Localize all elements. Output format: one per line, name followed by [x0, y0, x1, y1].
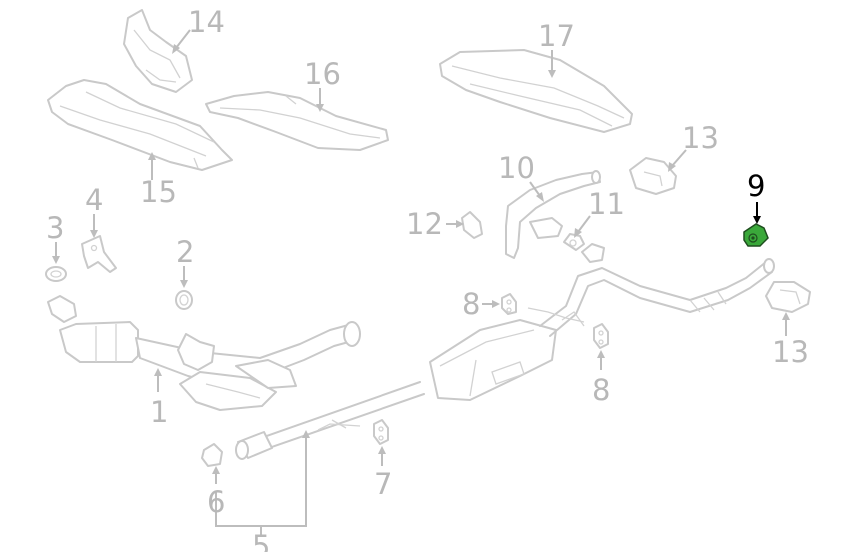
- part-15-heat-shield: [47, 79, 233, 171]
- part-8-hanger-lower: [593, 323, 609, 349]
- callout-4[interactable]: 4: [85, 183, 103, 217]
- callout-7[interactable]: 7: [374, 467, 392, 501]
- callout-9[interactable]: 9: [747, 169, 765, 203]
- callout-12[interactable]: 12: [406, 207, 443, 241]
- part-9-hanger-highlighted[interactable]: [743, 223, 769, 247]
- part-7-hanger: [373, 419, 389, 445]
- part-5-intermediate-pipe: [235, 381, 425, 460]
- part-16-heat-shield: [205, 91, 389, 151]
- leader-9: [753, 202, 761, 224]
- callout-8-upper[interactable]: 8: [462, 287, 480, 321]
- callout-6[interactable]: 6: [207, 485, 225, 519]
- callout-2[interactable]: 2: [176, 235, 194, 269]
- callout-3[interactable]: 3: [46, 211, 64, 245]
- part-4-bracket: [81, 235, 117, 273]
- callout-13-upper[interactable]: 13: [682, 121, 719, 155]
- part-11-clamp: [563, 233, 585, 251]
- callout-13-lower[interactable]: 13: [772, 335, 809, 369]
- leader-lines: [52, 29, 790, 536]
- part-1-converter-assembly: [47, 295, 361, 411]
- rear-pipe: [527, 243, 775, 337]
- callout-8-lower[interactable]: 8: [592, 373, 610, 407]
- callout-labels: 14 15 16 17 13 10 11 12 9 13 3 4 2 1 6 7…: [46, 5, 809, 552]
- part-10-pipe: [505, 170, 601, 259]
- callout-5[interactable]: 5: [252, 529, 270, 552]
- part-2-seal: [175, 290, 193, 310]
- part-13-insulator-upper: [629, 157, 677, 195]
- part-14-heat-shield: [123, 9, 193, 93]
- part-6-hanger: [201, 443, 223, 467]
- callout-1[interactable]: 1: [150, 395, 168, 429]
- part-8-hanger-upper: [501, 293, 517, 315]
- part-3-gasket: [45, 266, 67, 282]
- muffler: [429, 319, 557, 401]
- part-12-gasket: [461, 211, 483, 239]
- part-17-underbody-shield: [439, 49, 633, 133]
- callout-14[interactable]: 14: [188, 5, 225, 39]
- callout-11[interactable]: 11: [588, 187, 625, 221]
- callout-16[interactable]: 16: [304, 57, 341, 91]
- callout-17[interactable]: 17: [538, 19, 575, 53]
- callout-15[interactable]: 15: [140, 175, 177, 209]
- callout-10[interactable]: 10: [498, 151, 535, 185]
- part-13-insulator-lower: [765, 281, 811, 313]
